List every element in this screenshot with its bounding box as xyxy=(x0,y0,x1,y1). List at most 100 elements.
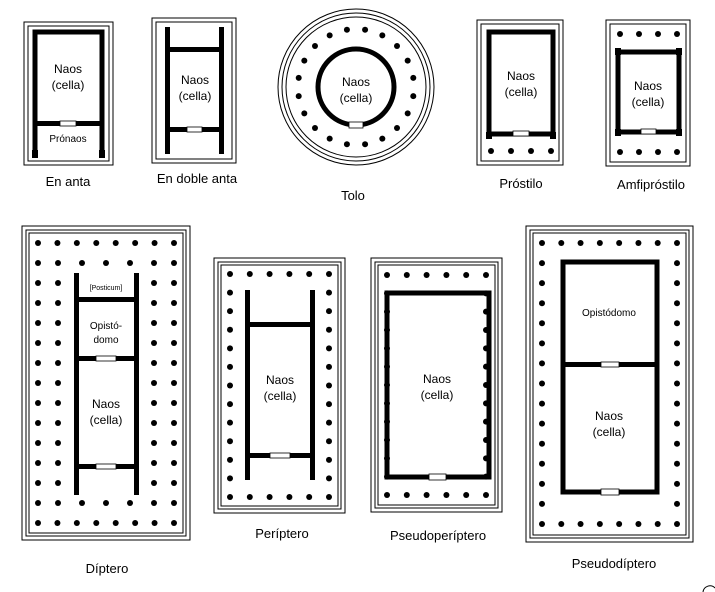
plan-amfiprostilo: Naos (cella) Amfipróstilo xyxy=(605,19,691,192)
opistodomo-label: Opistódomo xyxy=(582,308,636,319)
column xyxy=(132,240,139,246)
column xyxy=(79,500,85,506)
column xyxy=(171,320,177,326)
column xyxy=(171,240,177,246)
column xyxy=(326,475,332,482)
wall-left xyxy=(245,290,250,480)
diptero-colonnade xyxy=(35,240,177,526)
column xyxy=(674,360,680,367)
caption-en-doble-anta: En doble anta xyxy=(157,171,238,186)
prostilo-colonnade xyxy=(488,148,554,154)
column xyxy=(539,340,545,347)
column xyxy=(539,460,545,467)
column xyxy=(674,420,680,427)
column xyxy=(127,260,133,266)
column xyxy=(343,26,350,33)
column xyxy=(539,440,545,447)
column xyxy=(93,520,100,526)
column xyxy=(674,440,680,447)
column xyxy=(73,520,80,526)
column xyxy=(55,340,61,346)
column xyxy=(301,110,308,117)
column xyxy=(674,320,680,327)
column xyxy=(151,360,157,366)
anta-front-left xyxy=(615,129,621,136)
pronaos-label: Prónaos xyxy=(49,134,86,145)
column xyxy=(93,240,100,246)
stylobate-inner xyxy=(28,232,184,534)
column xyxy=(362,26,369,33)
plan-tolo: Naos (cella) Tolo xyxy=(277,8,435,203)
column xyxy=(674,149,680,155)
plan-en-anta: Naos (cella) Prónaos En anta xyxy=(23,21,114,189)
column xyxy=(55,380,61,386)
stylobate-middle xyxy=(529,229,690,539)
column xyxy=(151,440,157,446)
column xyxy=(171,460,177,466)
column xyxy=(394,125,401,132)
column xyxy=(539,300,545,307)
column xyxy=(55,360,61,366)
column xyxy=(326,345,332,352)
anta-front-right xyxy=(676,129,682,136)
column xyxy=(617,31,623,37)
column xyxy=(394,42,401,49)
caption-tolo: Tolo xyxy=(341,188,365,203)
column xyxy=(151,480,157,486)
column xyxy=(127,500,133,506)
column xyxy=(79,260,85,266)
column xyxy=(171,260,177,266)
column xyxy=(55,260,61,266)
column xyxy=(227,475,233,482)
column xyxy=(674,340,680,347)
column xyxy=(403,272,410,278)
posticum-label: [Posticum] xyxy=(90,285,123,292)
back-wall xyxy=(245,322,315,327)
column xyxy=(655,149,661,155)
column xyxy=(674,521,680,527)
column xyxy=(151,280,157,286)
column xyxy=(301,57,308,64)
anta-right xyxy=(550,132,556,139)
wall-left xyxy=(165,27,170,154)
door-opistodomo xyxy=(600,361,620,368)
naos-label: Naos xyxy=(266,373,294,387)
column xyxy=(151,340,157,346)
stylobate-outer xyxy=(151,17,237,164)
periptero-colonnade xyxy=(227,271,332,500)
column xyxy=(539,420,545,427)
column xyxy=(343,141,350,148)
column xyxy=(326,363,332,370)
column xyxy=(674,460,680,467)
caption-periptero: Períptero xyxy=(255,526,308,541)
column xyxy=(227,271,233,277)
ring-middle xyxy=(281,12,431,162)
plan-pseudoperiptero: Naos (cella) Pseudoperíptero xyxy=(370,257,503,543)
naos-label: Naos xyxy=(54,62,82,76)
caption-diptero: Díptero xyxy=(86,561,129,576)
cella-label: (cella) xyxy=(505,85,538,99)
column xyxy=(171,280,177,286)
door xyxy=(640,128,657,135)
column xyxy=(132,520,139,526)
column xyxy=(379,32,386,39)
column xyxy=(548,148,554,154)
naos-label: Naos xyxy=(423,372,451,386)
door xyxy=(59,120,77,127)
column xyxy=(35,400,41,406)
amfiprostilo-colonnade xyxy=(617,31,680,155)
column xyxy=(151,300,157,306)
naos-label: Naos xyxy=(634,79,662,93)
door xyxy=(428,473,447,481)
back-wall xyxy=(165,47,224,52)
column xyxy=(227,289,233,296)
column xyxy=(171,360,177,366)
ring-outer xyxy=(277,8,435,166)
column xyxy=(404,57,411,64)
stylobate-outer xyxy=(23,21,114,166)
stylobate-middle xyxy=(374,261,499,509)
column xyxy=(35,340,41,346)
column xyxy=(171,340,177,346)
column xyxy=(635,521,642,527)
column xyxy=(171,420,177,426)
